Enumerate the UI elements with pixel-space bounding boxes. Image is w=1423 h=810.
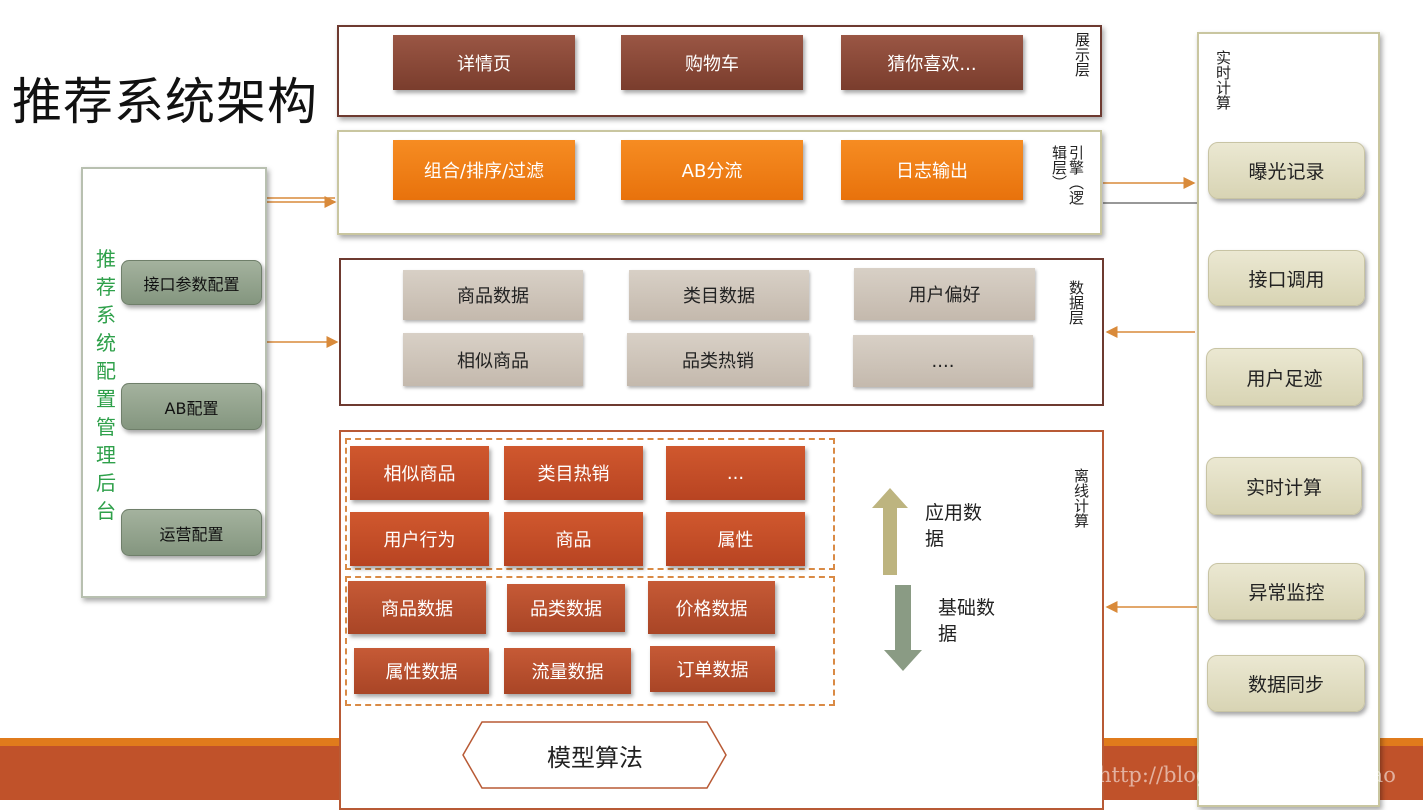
data-item[interactable]: 相似商品 <box>403 333 583 386</box>
data-item[interactable]: .... <box>853 335 1033 387</box>
base-data-item[interactable]: 品类数据 <box>507 584 625 632</box>
base-data-label: 基础数据 <box>938 597 996 645</box>
base-data-item[interactable]: 价格数据 <box>648 581 775 634</box>
realtime-item-exposure[interactable]: 曝光记录 <box>1208 142 1365 199</box>
base-data-item[interactable]: 商品数据 <box>348 581 486 634</box>
app-data-item[interactable]: 类目热销 <box>504 446 643 500</box>
application-data-group <box>345 438 835 570</box>
base-data-item[interactable]: 订单数据 <box>650 646 775 692</box>
app-data-item[interactable]: 商品 <box>504 512 643 566</box>
config-admin-label: 推荐系统配置管理后台 <box>96 247 116 523</box>
display-item-detail[interactable]: 详情页 <box>393 35 575 90</box>
data-flow-arrows <box>872 488 922 671</box>
engine-item-ab[interactable]: AB分流 <box>621 140 803 200</box>
data-item[interactable]: 品类热销 <box>627 333 809 386</box>
config-item-ab[interactable]: AB配置 <box>121 383 262 430</box>
app-data-item[interactable]: ... <box>666 446 805 500</box>
model-algorithm-hexagon[interactable] <box>462 721 728 789</box>
data-item[interactable]: 商品数据 <box>403 270 583 320</box>
realtime-item-monitor[interactable]: 异常监控 <box>1208 563 1365 620</box>
realtime-item-compute[interactable]: 实时计算 <box>1206 457 1362 515</box>
base-data-item[interactable]: 流量数据 <box>504 648 631 694</box>
down-arrow-icon <box>884 585 922 671</box>
realtime-item-footprint[interactable]: 用户足迹 <box>1206 348 1363 406</box>
app-data-item[interactable]: 属性 <box>666 512 805 566</box>
engine-layer-label: 引擎（逻辑层） <box>1050 145 1085 205</box>
watermark: http://blog.csdn.net/ussthao <box>1098 763 1396 787</box>
base-data-item[interactable]: 属性数据 <box>354 648 489 694</box>
page-title: 推荐系统架构 <box>12 73 318 131</box>
data-item[interactable]: 类目数据 <box>629 270 809 320</box>
model-algorithm-label: 模型算法 <box>547 743 643 772</box>
display-item-guess[interactable]: 猜你喜欢... <box>841 35 1023 90</box>
data-layer-label: 数据层 <box>1067 280 1085 325</box>
realtime-item-sync[interactable]: 数据同步 <box>1207 655 1365 712</box>
offline-layer-label: 离线计算 <box>1072 468 1090 528</box>
config-item-api-params[interactable]: 接口参数配置 <box>121 260 262 305</box>
engine-item-sort-filter[interactable]: 组合/排序/过滤 <box>393 140 575 200</box>
up-arrow-icon <box>872 488 908 575</box>
app-data-item[interactable]: 相似商品 <box>350 446 489 500</box>
application-data-label: 应用数据 <box>925 502 983 550</box>
data-item[interactable]: 用户偏好 <box>854 268 1035 320</box>
app-data-item[interactable]: 用户行为 <box>350 512 489 566</box>
display-layer-label: 展示层 <box>1073 32 1091 77</box>
realtime-item-api-call[interactable]: 接口调用 <box>1208 250 1365 306</box>
engine-item-log[interactable]: 日志输出 <box>841 140 1023 200</box>
base-data-group <box>345 576 835 706</box>
display-item-cart[interactable]: 购物车 <box>621 35 803 90</box>
config-item-operations[interactable]: 运营配置 <box>121 509 262 556</box>
realtime-panel-label: 实时计算 <box>1214 50 1232 110</box>
